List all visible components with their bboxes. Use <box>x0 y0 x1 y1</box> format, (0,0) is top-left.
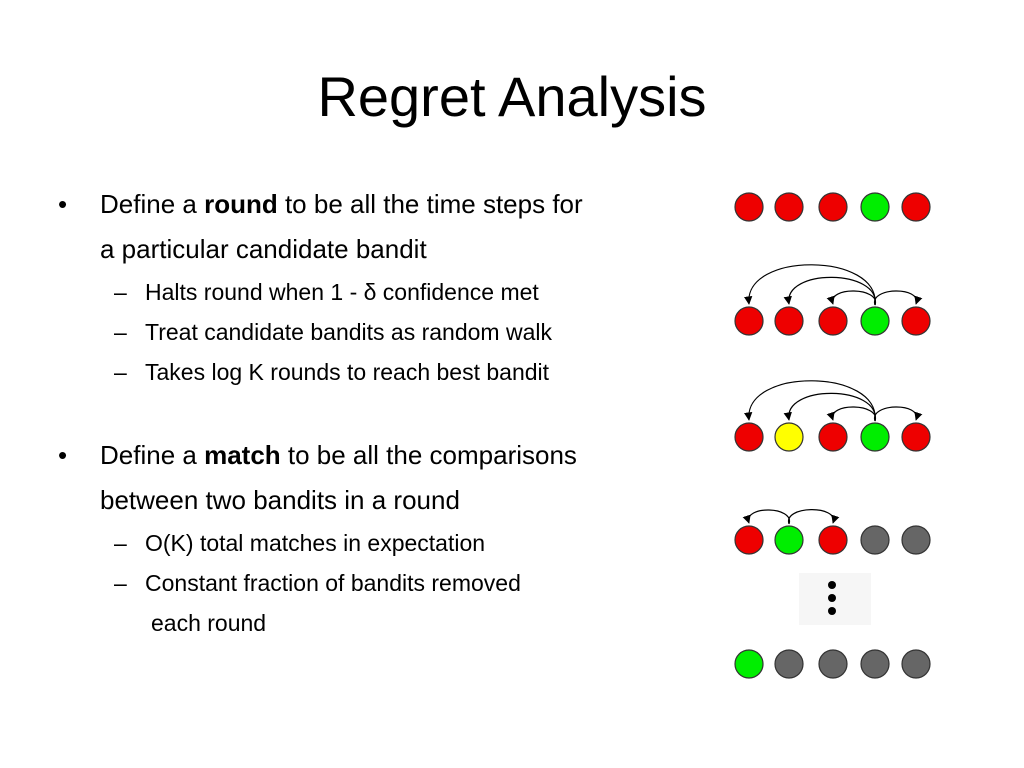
sub-bullet-text: Constant fraction of bandits removed <box>145 570 521 596</box>
ellipsis-dot <box>828 594 836 602</box>
sub-bullet-text: Takes log K rounds to reach best bandit <box>145 359 550 385</box>
comparison-arrow <box>743 264 876 306</box>
bullet-text-bold: match <box>204 440 281 470</box>
bullet-text-suffix: to be all the comparisons <box>280 440 577 470</box>
comparison-arrow <box>783 276 876 306</box>
comparison-arrow <box>742 509 790 525</box>
gray-bandit-circle <box>860 525 890 555</box>
bullet-text-bold: round <box>204 189 278 219</box>
red-bandit-circle <box>734 306 764 336</box>
bullet-text-suffix: to be all the time steps for <box>277 189 583 219</box>
sub-bullet-text: Treat candidate bandits as random walk <box>145 319 552 345</box>
red-bandit-circle <box>734 525 764 555</box>
dash-marker: – <box>114 319 127 345</box>
red-bandit-circle <box>901 192 931 222</box>
gray-bandit-circle <box>818 649 848 679</box>
circle-row-5 <box>734 649 931 679</box>
sub-bullet: – O(K) total matches in expectation <box>58 523 708 563</box>
gray-bandit-circle <box>901 525 931 555</box>
vertical-ellipsis <box>799 573 871 625</box>
sub-bullet: – Halts round when 1 - δ confidence met <box>58 272 708 312</box>
red-bandit-circle <box>901 422 931 452</box>
red-bandit-circle <box>818 422 848 452</box>
sub-bullet-text: O(K) total matches in expectation <box>145 530 486 556</box>
comparison-arrow <box>743 380 876 422</box>
dash-marker: – <box>114 359 127 385</box>
dash-marker: – <box>114 279 127 305</box>
bullet-text-line2: a particular candidate bandit <box>100 234 427 264</box>
ellipsis-dot <box>828 607 836 615</box>
circle-row-2 <box>734 264 931 336</box>
bullet-text-prefix: Define a <box>100 189 205 219</box>
bullet-round: • Define a round to be all the time step… <box>58 182 708 272</box>
sub-bullet-continuation: each round <box>151 610 267 636</box>
green-bandit-circle <box>734 649 764 679</box>
green-bandit-circle <box>860 192 890 222</box>
comparison-arrow <box>826 290 876 306</box>
red-bandit-circle <box>818 192 848 222</box>
bullet-text-line2: between two bandits in a round <box>100 485 460 515</box>
sub-bullet: – Constant fraction of bandits removed e… <box>58 563 708 643</box>
red-bandit-circle <box>774 192 804 222</box>
bullet-text-prefix: Define a <box>100 440 205 470</box>
gray-bandit-circle <box>901 649 931 679</box>
red-bandit-circle <box>774 306 804 336</box>
gray-bandit-circle <box>774 649 804 679</box>
sub-bullet-text: Halts round when 1 - δ confidence met <box>145 279 539 305</box>
red-bandit-circle <box>734 192 764 222</box>
slide-title: Regret Analysis <box>317 65 707 128</box>
red-bandit-circle <box>818 306 848 336</box>
ellipsis-dot <box>828 581 836 589</box>
circle-row-4 <box>734 509 931 555</box>
comparison-arrow <box>826 406 876 422</box>
circle-row-1 <box>734 192 931 222</box>
green-bandit-circle <box>774 525 804 555</box>
comparison-arrow <box>783 392 876 422</box>
bullet-list: • Define a round to be all the time step… <box>58 182 708 643</box>
sub-bullet: – Treat candidate bandits as random walk <box>58 312 708 352</box>
circle-row-3 <box>734 380 931 452</box>
comparison-arrow <box>874 290 923 306</box>
dash-marker: – <box>114 530 127 556</box>
red-bandit-circle <box>818 525 848 555</box>
sub-bullet: – Takes log K rounds to reach best bandi… <box>58 352 708 392</box>
yellow-bandit-circle <box>774 422 804 452</box>
green-bandit-circle <box>860 306 890 336</box>
bullet-marker: • <box>58 440 68 470</box>
green-bandit-circle <box>860 422 890 452</box>
bullet-match: • Define a match to be all the compariso… <box>58 433 708 523</box>
comparison-arrow <box>874 406 923 422</box>
red-bandit-circle <box>901 306 931 336</box>
red-bandit-circle <box>734 422 764 452</box>
gray-bandit-circle <box>860 649 890 679</box>
comparison-arrow <box>788 509 840 525</box>
dash-marker: – <box>114 570 127 596</box>
bullet-marker: • <box>58 189 68 219</box>
